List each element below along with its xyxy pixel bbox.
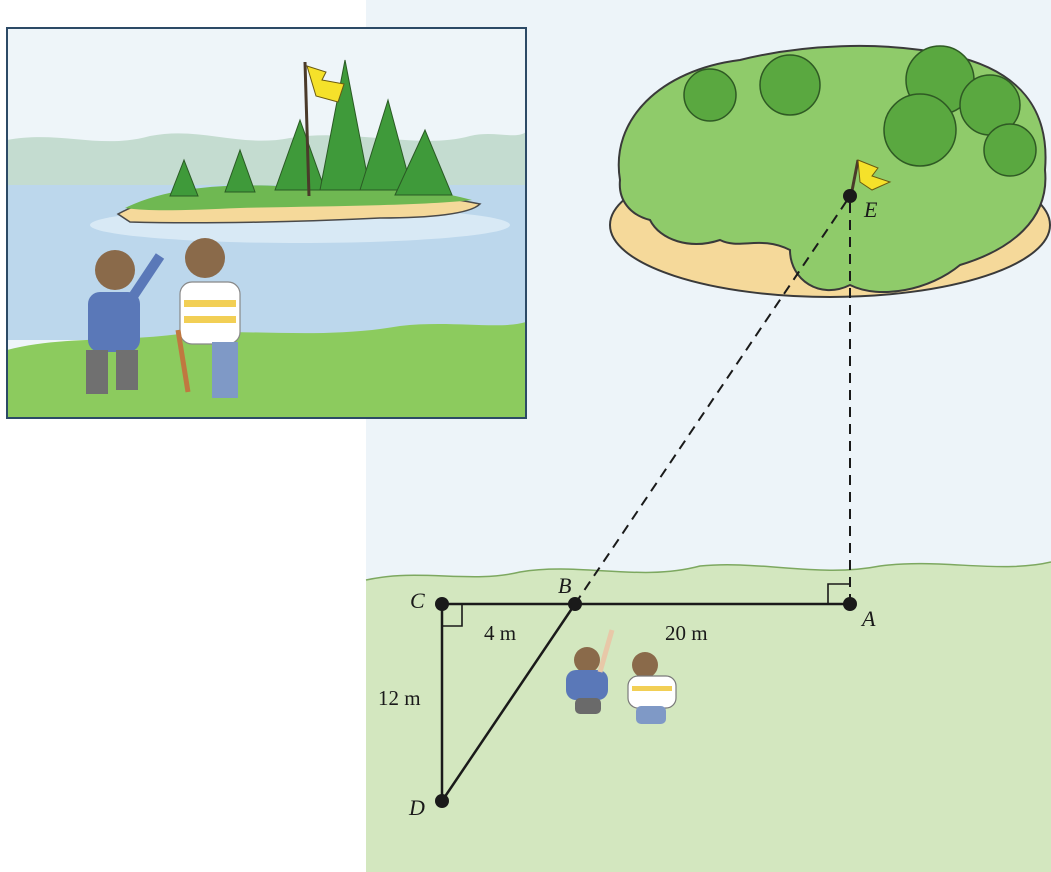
grass-field	[366, 562, 1051, 872]
point-B	[568, 597, 582, 611]
right-angle-A	[827, 583, 850, 604]
tree-icon	[169, 59, 453, 197]
point-E	[843, 189, 857, 203]
bush	[883, 93, 957, 167]
inset-scene	[6, 27, 527, 419]
label-A: A	[860, 606, 876, 631]
point-A	[843, 597, 857, 611]
bush	[683, 68, 737, 122]
segment-DB	[440, 603, 577, 802]
island-top-view	[609, 44, 1051, 298]
label-C: C	[410, 588, 425, 613]
grass-edge	[365, 561, 1051, 581]
label-E: E	[863, 197, 878, 222]
bush	[759, 54, 821, 116]
right-angle-C	[442, 604, 463, 627]
measure-CD: 12 m	[378, 686, 421, 710]
measure-CB: 4 m	[484, 621, 516, 645]
child-icon	[86, 250, 165, 394]
sight-line-BE	[574, 195, 851, 605]
point-C	[435, 597, 449, 611]
bush	[983, 123, 1037, 177]
point-D	[435, 794, 449, 808]
child-icon	[175, 238, 241, 398]
flag-icon	[303, 61, 345, 197]
main-scene: C B A D E 4 m 20 m 12 m	[365, 0, 1051, 872]
label-B: B	[558, 573, 571, 598]
inset-frame	[6, 27, 527, 419]
measure-BA: 20 m	[665, 621, 708, 645]
child-icon	[566, 629, 615, 714]
label-D: D	[408, 795, 425, 820]
child-icon	[627, 652, 677, 724]
